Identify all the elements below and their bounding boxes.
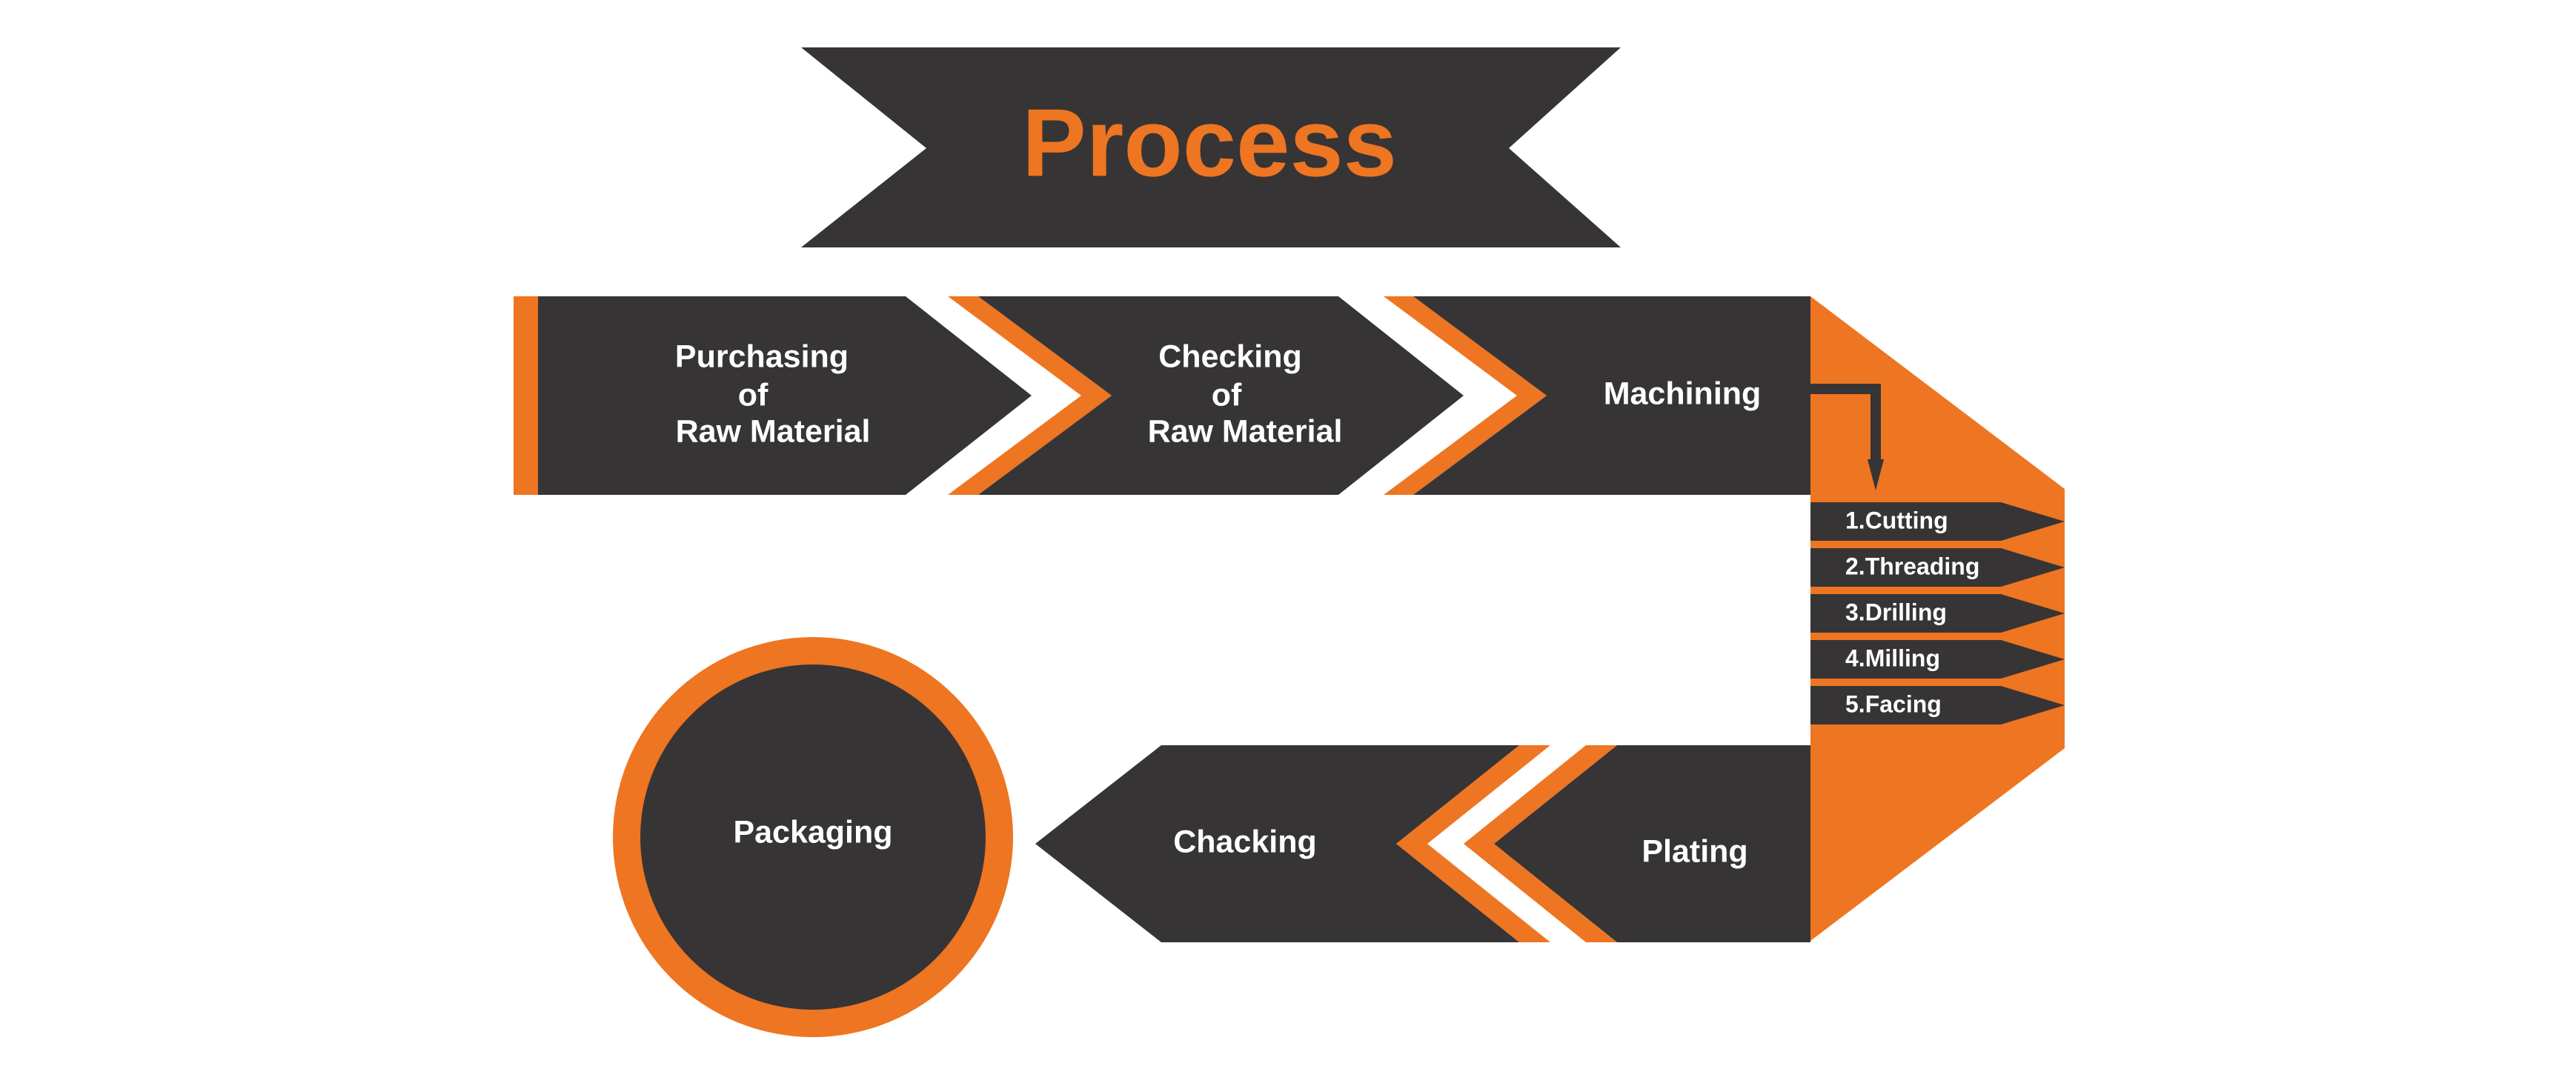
purchasing-arrow-shape xyxy=(538,296,1032,495)
title-text: Process xyxy=(1022,88,1397,196)
checking-label-line2: of xyxy=(1212,377,1242,413)
operation-tag-shape xyxy=(1810,548,2065,587)
machining-arrow-shape xyxy=(1413,296,1810,495)
machining-pointer-line xyxy=(1810,384,1881,463)
checking-label-line3: Raw Material xyxy=(1148,413,1343,449)
step-machining: Machining xyxy=(1413,296,1884,495)
operation-label: 1.Cutting xyxy=(1845,507,1948,533)
purchasing-label-line1: Purchasing xyxy=(675,339,849,374)
step-packaging: Packaging xyxy=(613,637,1013,1037)
list-item: 3.Drilling xyxy=(1810,594,2065,633)
checking-arrow-shape xyxy=(978,296,1464,495)
chevron-arrow-icon xyxy=(1384,296,1547,495)
operation-tag-shape xyxy=(1810,502,2065,541)
list-item: 5.Facing xyxy=(1810,686,2065,724)
machining-label: Machining xyxy=(1604,376,1762,411)
packaging-circle xyxy=(640,664,986,1010)
machining-operations-list: 1.Cutting 2.Threading 3.Drilling 4.Milli… xyxy=(1810,502,2065,724)
start-accent-bar xyxy=(514,296,538,495)
chevron-arrow-icon xyxy=(948,296,1112,495)
operation-label: 4.Milling xyxy=(1845,644,1940,671)
operation-tag-shape xyxy=(1810,686,2065,724)
operation-label: 5.Facing xyxy=(1845,690,1942,717)
packaging-label: Packaging xyxy=(733,814,892,850)
plating-label: Plating xyxy=(1641,833,1747,869)
chacking-arrow-shape xyxy=(1035,745,1519,942)
step-checking: Checking of Raw Material xyxy=(978,296,1464,495)
chevron-arrow-icon xyxy=(1464,745,1617,942)
purchasing-label-line3: Raw Material xyxy=(676,413,871,449)
step-chacking: Chacking xyxy=(1035,745,1519,942)
plating-arrow-shape xyxy=(1494,745,1810,942)
operation-tag-shape xyxy=(1810,594,2065,633)
title-ribbon-shape xyxy=(801,47,1621,247)
operation-label: 3.Drilling xyxy=(1845,599,1947,625)
purchasing-label-line2: of xyxy=(738,377,769,413)
list-item: 4.Milling xyxy=(1810,640,2065,679)
step-plating: Plating xyxy=(1494,745,1810,942)
operation-label: 2.Threading xyxy=(1845,553,1979,579)
operation-tag-shape xyxy=(1810,640,2065,679)
title-banner: Process xyxy=(801,47,1621,247)
chevron-arrow-icon xyxy=(1396,745,1550,942)
checking-label-line1: Checking xyxy=(1158,339,1302,374)
list-item: 2.Threading xyxy=(1810,548,2065,587)
step-purchasing: Purchasing of Raw Material xyxy=(514,296,1032,495)
list-item: 1.Cutting xyxy=(1810,502,2065,541)
arrow-down-icon xyxy=(1868,459,1884,490)
chacking-label: Chacking xyxy=(1173,824,1317,859)
